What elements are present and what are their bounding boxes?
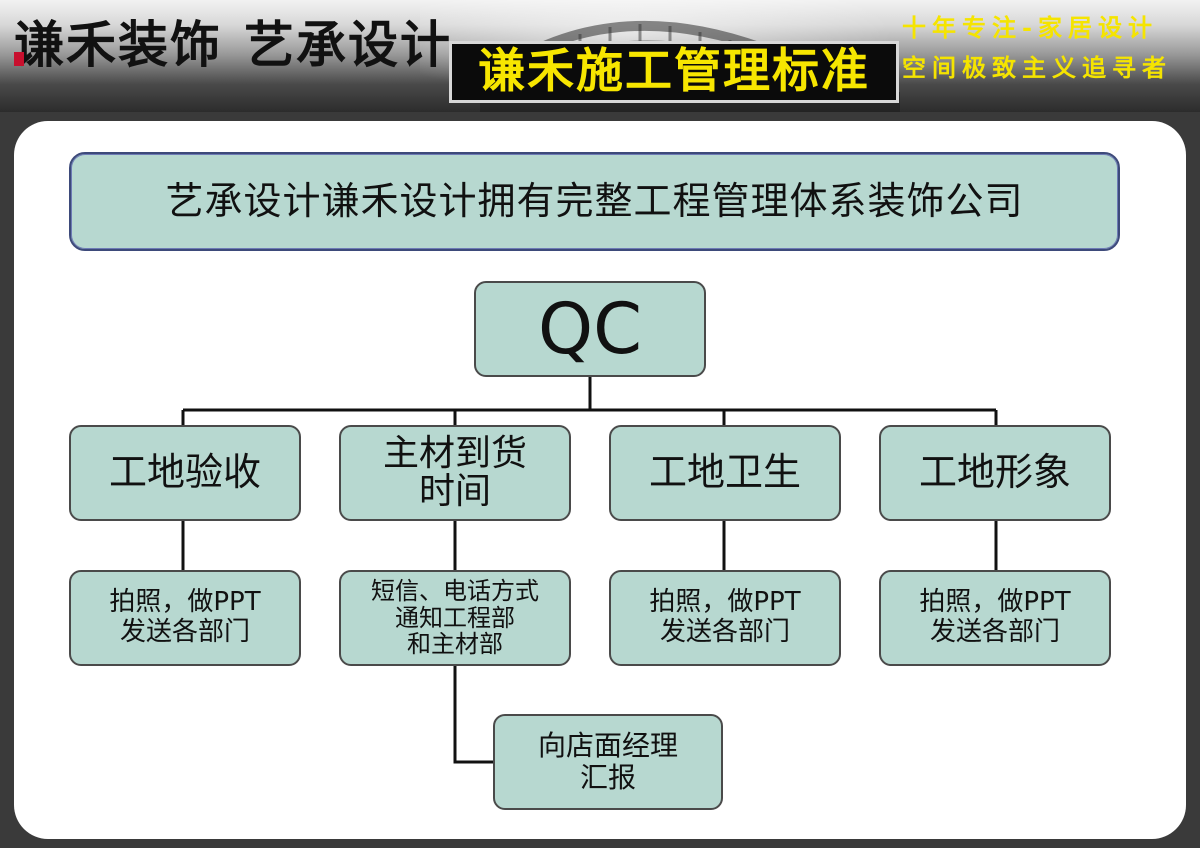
branch-node-site-hygiene: 工地卫生 [609,425,841,521]
qc-root-node: QC [474,281,706,377]
branch-label: 工地形象 [918,450,1071,495]
company-header-text: 艺承设计谦禾设计拥有完整工程管理体系装饰公司 [165,178,1024,223]
slogan-line-1: 十年专注-家居设计 [902,13,1158,42]
branch-label: 主材到货 时间 [382,433,527,512]
branch-label: 工地卫生 [648,450,801,495]
branch-label: 工地验收 [108,450,261,495]
detail-label: 拍照，做PPT 发送各部门 [109,587,261,647]
slogan-line-2: 空间极致主义追寻者 [902,53,1172,82]
detail-node-site-image: 拍照，做PPT 发送各部门 [879,570,1111,666]
detail-node-material-arrival: 短信、电话方式 通知工程部 和主材部 [339,570,571,666]
detail-label: 拍照，做PPT 发送各部门 [919,587,1071,647]
branch-node-site-inspection: 工地验收 [69,425,301,521]
qc-root-label: QC [538,287,642,370]
detail-node-site-inspection: 拍照，做PPT 发送各部门 [69,570,301,666]
report-label: 向店面经理 汇报 [537,728,678,794]
report-to-manager-node: 向店面经理 汇报 [493,714,723,810]
red-seal-mark [14,52,24,66]
connector-to-report [453,666,493,764]
brand-secondary: 艺承设计 [244,15,452,74]
company-header-box: 艺承设计谦禾设计拥有完整工程管理体系装饰公司 [69,152,1120,251]
branch-node-site-image: 工地形象 [879,425,1111,521]
header-banner: 谦禾装饰艺承设计 谦禾施工管理标准 十年专注-家居设计 空间极致主义追寻者 [0,0,1200,112]
page-title: 谦禾施工管理标准 [449,41,899,103]
brand-logo-text: 谦禾装饰艺承设计 [14,10,452,80]
brand-primary: 谦禾装饰 [14,15,222,74]
detail-label: 拍照，做PPT 发送各部门 [649,587,801,647]
branch-node-material-arrival: 主材到货 时间 [339,425,571,521]
detail-label: 短信、电话方式 通知工程部 和主材部 [371,576,539,659]
detail-node-site-hygiene: 拍照，做PPT 发送各部门 [609,570,841,666]
